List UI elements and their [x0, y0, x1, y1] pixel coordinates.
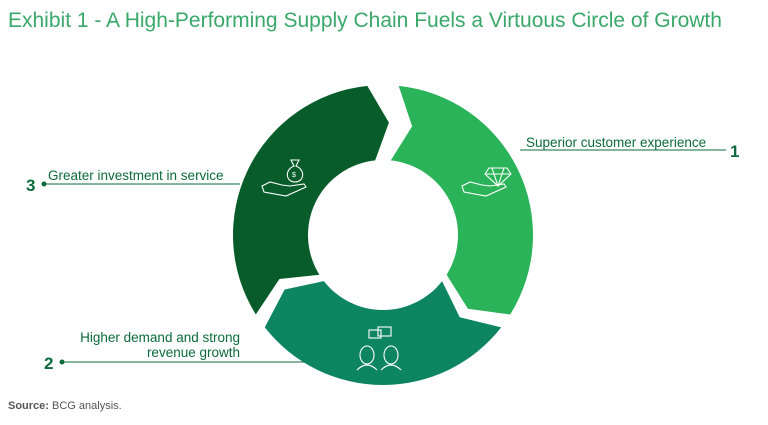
leader-dot-2 [59, 359, 65, 365]
step-2-number: 2 [44, 354, 54, 373]
two-people-talking-icon [356, 326, 402, 371]
segment-higher-demand [264, 281, 502, 385]
diamond-in-hand-icon [461, 167, 512, 197]
source-text: BCG analysis. [52, 400, 122, 412]
step-2-label-line1: Higher demand and strong [80, 330, 240, 345]
step-1-number: 1 [730, 142, 740, 161]
segment-superior-customer-experience [390, 85, 533, 315]
step-2-label: Higher demand and strong revenue growth [66, 330, 240, 360]
source-note: Source: BCG analysis. [8, 400, 122, 412]
page-title: Exhibit 1 - A High-Performing Supply Cha… [8, 9, 722, 32]
step-3-number: 3 [26, 176, 36, 195]
step-2-label-line2: revenue growth [146, 345, 240, 360]
money-bag-in-hand-icon: $ [261, 159, 307, 197]
svg-text:$: $ [292, 172, 296, 179]
step-1-label: Superior customer experience [526, 135, 707, 150]
leader-dot-3 [41, 181, 47, 187]
segment-greater-investment [232, 85, 389, 315]
source-label: Source: [8, 400, 49, 412]
step-3-label: Greater investment in service [48, 168, 224, 183]
